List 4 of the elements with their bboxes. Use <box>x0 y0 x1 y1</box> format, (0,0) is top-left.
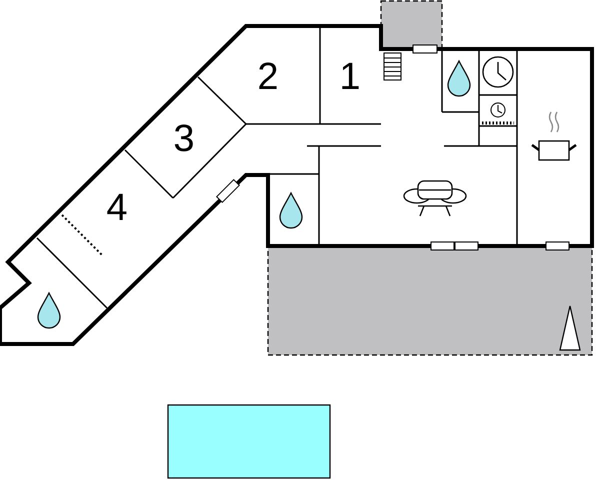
room-number: 4 <box>106 189 128 227</box>
room-number: 1 <box>339 58 361 96</box>
room-number: 2 <box>257 58 279 96</box>
room-number: 3 <box>173 120 195 158</box>
